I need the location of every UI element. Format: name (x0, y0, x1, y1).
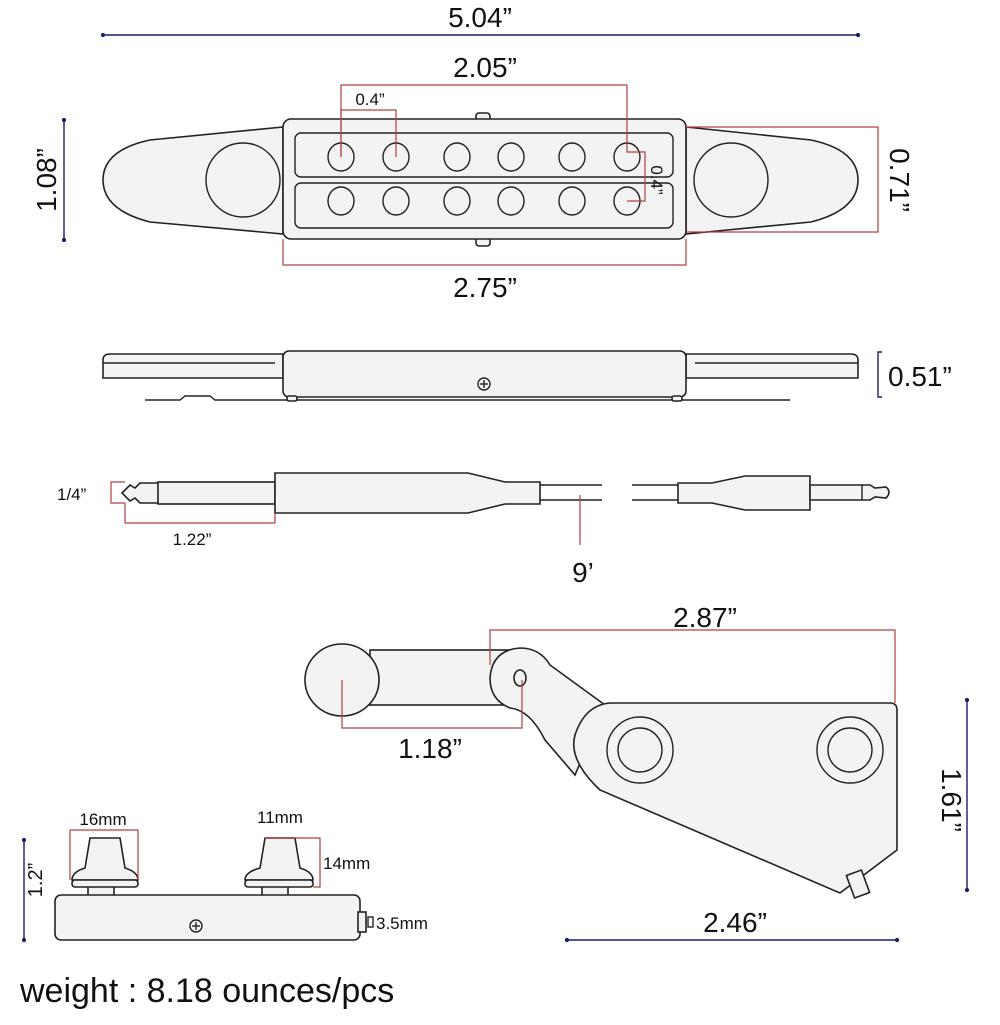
pole-piece (558, 142, 586, 172)
pole-piece (558, 186, 586, 216)
dim-knob-height: 14mm (323, 854, 370, 873)
dim-line-body-length (282, 239, 687, 266)
preamp-body (54, 894, 361, 941)
jack-handle (274, 472, 541, 514)
right-mount-pad (693, 142, 769, 218)
pickup-side-view (102, 350, 859, 402)
plate-ring-left (606, 716, 674, 784)
dim-pad-offset: 1.18” (398, 733, 462, 764)
dim-line-row-height (686, 126, 879, 233)
jack-sleeve (157, 481, 276, 505)
dim-overall-length: 5.04” (448, 2, 512, 33)
jack-tip (120, 482, 161, 504)
dim-row-spacing: 0.4” (647, 165, 666, 195)
mount-bracket (304, 643, 898, 900)
plate-jack-thread (845, 868, 871, 900)
dim-preamp-height: 1.2” (25, 863, 47, 897)
mini-plug-handle (677, 475, 811, 511)
dim-jack: 3.5mm (376, 914, 428, 933)
volume-knob (71, 837, 139, 881)
dim-plate-width: 2.46” (703, 907, 767, 938)
dim-jack-size: 1/4” (57, 485, 87, 504)
dim-jack-length: 1.22” (173, 530, 212, 549)
side-foot-left (286, 395, 298, 402)
pivot-hole (513, 669, 527, 687)
weight-label: weight : 8.18 ounces/pcs (19, 972, 394, 1010)
jack-marker (367, 916, 374, 928)
preamp-jack (357, 911, 367, 933)
plate-hole-right (827, 727, 873, 773)
dim-line-pole-spacing (340, 109, 397, 157)
side-right-wing (685, 353, 859, 379)
dim-cable-length: 9’ (572, 557, 594, 588)
dim-line-knob-height (296, 837, 321, 888)
pole-piece (327, 186, 355, 216)
left-wing (102, 126, 284, 235)
side-body (282, 350, 687, 398)
dim-line-pole-span (340, 84, 646, 202)
dim-arm-length: 2.87” (673, 602, 737, 633)
dim-row-height: 0.71” (884, 148, 915, 212)
volume-knob-base (71, 879, 139, 888)
right-wing (685, 126, 859, 235)
dim-line-pad-offset (341, 680, 523, 729)
preamp-side-view (54, 837, 367, 941)
plate-ring-right (816, 716, 884, 784)
pole-piece (497, 142, 525, 172)
pole-piece (443, 142, 471, 172)
dim-pole-span: 2.05” (453, 52, 517, 83)
side-left-wing (102, 353, 284, 379)
tone-knob (244, 837, 314, 881)
dim-line-jack-size (110, 481, 125, 504)
pole-piece (382, 186, 410, 216)
plate-hole-left (617, 727, 663, 773)
pole-row-top (294, 132, 674, 178)
dim-line-jack-length (124, 503, 276, 524)
pickup-body (282, 118, 687, 240)
output-cable (120, 472, 890, 514)
left-mount-pad (205, 142, 281, 218)
screw-icon (189, 919, 203, 933)
dim-plate-height: 1.61” (936, 768, 967, 832)
bracket-plate (573, 702, 898, 894)
dim-line-arm-length (489, 629, 896, 703)
dim-height: 1.08” (31, 148, 62, 212)
pickup-top-view (102, 112, 859, 247)
under-wire (145, 395, 790, 401)
dim-knob-large: 16mm (79, 810, 126, 829)
mini-plug-tip (809, 484, 890, 501)
pole-piece (497, 186, 525, 216)
dim-pole-spacing: 0.4” (355, 90, 385, 109)
dim-thickness: 0.51” (888, 361, 952, 392)
dim-body-length: 2.75” (453, 272, 517, 303)
tone-knob-base (244, 879, 314, 888)
side-foot-right (671, 395, 683, 402)
pole-pieces (327, 142, 641, 216)
dim-knob-small: 11mm (257, 808, 303, 827)
pole-row-bottom (294, 182, 674, 229)
pole-piece (443, 186, 471, 216)
screw-icon (477, 377, 491, 391)
dim-line-thickness (877, 351, 882, 398)
dim-line-knob-large (69, 829, 139, 880)
